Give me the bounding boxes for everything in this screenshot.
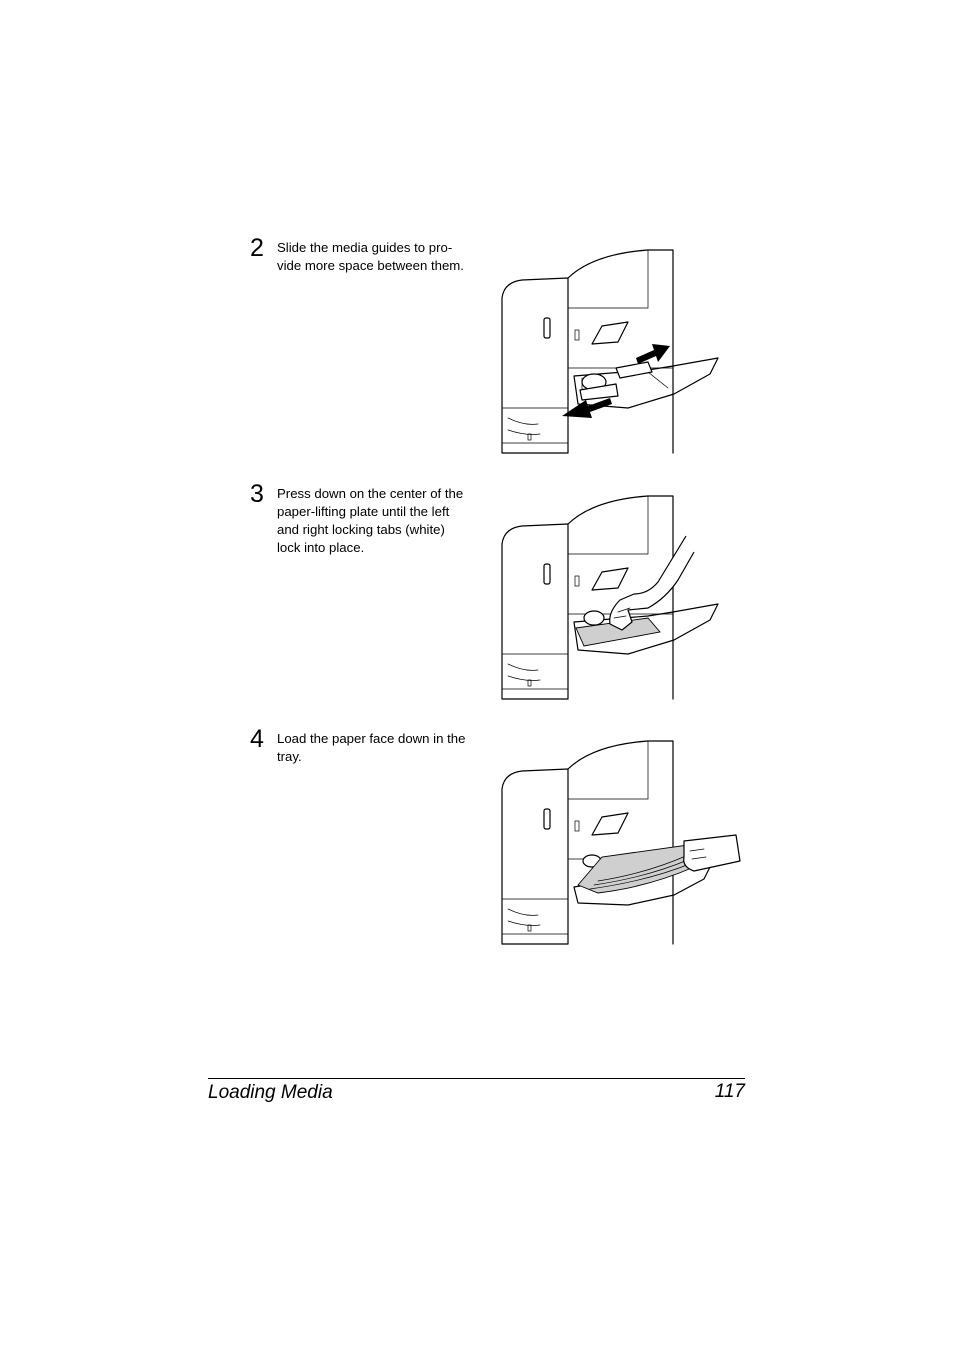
step-instruction: Slide the media guides to pro- vide more… xyxy=(277,240,464,273)
printer-illustration-slide-guides xyxy=(498,248,748,460)
step-number: 4 xyxy=(250,725,264,753)
page-number: 117 xyxy=(714,1081,745,1102)
printer-illustration-press-plate xyxy=(498,494,748,706)
step-instruction: Press down on the center of the paper-li… xyxy=(277,486,464,555)
step-number: 3 xyxy=(250,480,264,508)
footer-section-title: Loading Media xyxy=(208,1082,333,1103)
footer-divider xyxy=(208,1078,745,1079)
step-instruction: Load the paper face down in the tray. xyxy=(277,731,466,764)
printer-illustration-load-paper xyxy=(498,739,748,951)
step-number: 2 xyxy=(250,234,264,262)
